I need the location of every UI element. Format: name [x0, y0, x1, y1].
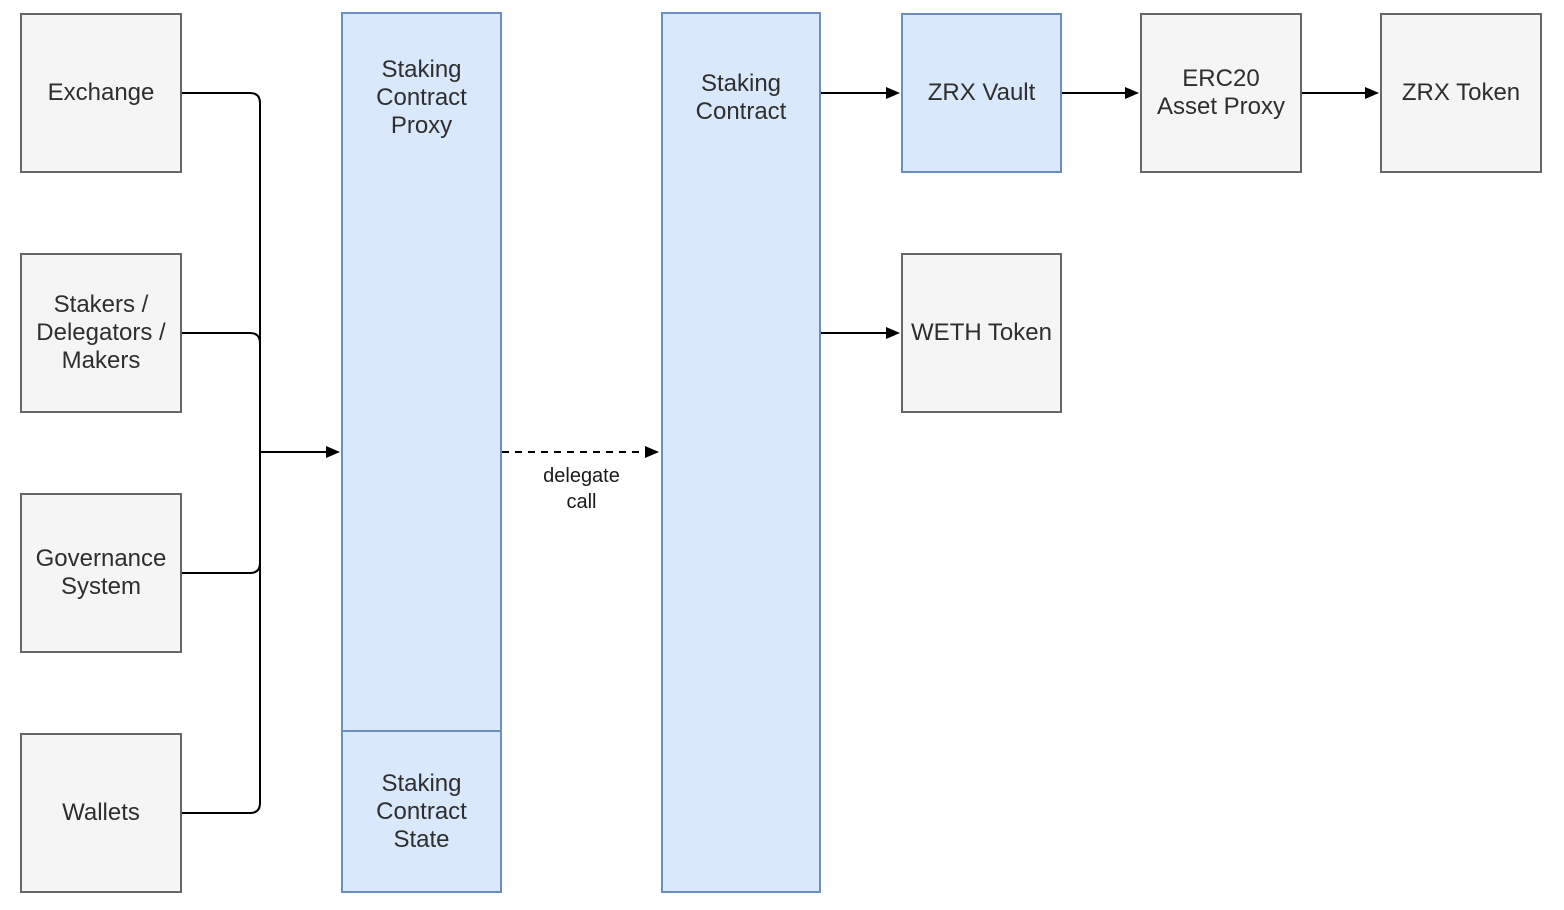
edge-exchange-to-junction [182, 92, 261, 452]
node-exchange-label: Exchange [47, 79, 155, 106]
node-erc20-asset-proxy: ERC20 Asset Proxy [1140, 13, 1302, 173]
arrowhead-erc20 [1125, 87, 1139, 99]
node-governance-system-label: Governance System [35, 545, 167, 600]
arrowhead-weth [886, 327, 900, 339]
node-zrx-token: ZRX Token [1380, 13, 1542, 173]
arrowhead-vault [886, 87, 900, 99]
edge-label-delegate-call: delegate call [543, 465, 620, 513]
node-weth-token: WETH Token [901, 253, 1062, 413]
node-zrx-vault: ZRX Vault [901, 13, 1062, 173]
arrowhead-zrxtoken [1365, 87, 1379, 99]
node-governance-system: Governance System [20, 493, 182, 653]
node-staking-contract-label: Staking Contract [695, 70, 787, 125]
node-wallets-label: Wallets [62, 799, 140, 826]
node-wallets: Wallets [20, 733, 182, 893]
edge-stakers-to-junction [182, 332, 261, 452]
node-zrx-vault-label: ZRX Vault [927, 79, 1036, 106]
node-staking-contract-state: Staking Contract State [341, 730, 502, 893]
node-staking-contract-state-label: Staking Contract State [376, 769, 467, 853]
node-staking-contract-proxy: Staking Contract Proxy [341, 12, 502, 732]
node-stakers-delegators-makers: Stakers / Delegators / Makers [20, 253, 182, 413]
node-erc20-asset-proxy-label: ERC20 Asset Proxy [1156, 65, 1286, 120]
node-zrx-token-label: ZRX Token [1401, 79, 1521, 106]
arrowhead-contract [645, 446, 659, 458]
node-weth-token-label: WETH Token [911, 319, 1052, 346]
node-stakers-delegators-makers-label: Stakers / Delegators / Makers [36, 291, 166, 374]
node-exchange: Exchange [20, 13, 182, 173]
arrowhead-proxy [326, 446, 340, 458]
edge-wallets-to-junction [182, 452, 261, 814]
edge-governance-to-junction [182, 452, 261, 574]
node-staking-contract: Staking Contract [661, 12, 821, 893]
node-staking-contract-proxy-label: Staking Contract Proxy [376, 56, 467, 139]
